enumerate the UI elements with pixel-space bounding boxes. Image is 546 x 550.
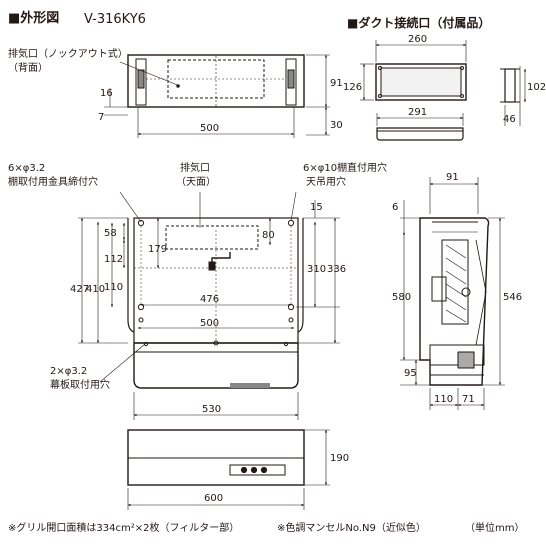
hole-10-label-1: 6×φ10棚直付用穴 bbox=[303, 163, 388, 174]
dim-side-110: 110 bbox=[434, 394, 453, 405]
drawing-title: ■外形図 bbox=[8, 11, 60, 26]
dim-side-95: 95 bbox=[404, 368, 417, 379]
dim-side-580: 580 bbox=[392, 292, 411, 303]
duct-title: ■ダクト接続口（付属品） bbox=[347, 16, 491, 30]
dim-top-16: 16 bbox=[100, 88, 113, 99]
exhaust-back-label-2: （背面） bbox=[8, 63, 48, 74]
dim-side-546: 546 bbox=[503, 292, 522, 303]
front-view bbox=[78, 191, 340, 420]
dim-top-30: 30 bbox=[330, 120, 343, 131]
dim-front-500: 500 bbox=[200, 318, 219, 329]
dim-front-15: 15 bbox=[310, 202, 323, 213]
dim-top-7: 7 bbox=[98, 112, 104, 123]
dim-front-336: 336 bbox=[327, 264, 346, 275]
dim-side-71: 71 bbox=[462, 394, 475, 405]
grille-note: ※グリル開口面積は334cm²×2枚（フィルター部） bbox=[8, 523, 240, 534]
dim-side-91: 91 bbox=[446, 172, 459, 183]
hole-32-bottom-label-1: 2×φ3.2 bbox=[50, 366, 88, 377]
dim-duct-102: 102 bbox=[527, 82, 546, 93]
top-view bbox=[104, 54, 330, 138]
color-note: ※色調マンセルNo.N9（近似色） bbox=[277, 523, 426, 534]
dim-front-80: 80 bbox=[262, 230, 275, 241]
dim-front-58: 58 bbox=[104, 228, 117, 239]
dim-front-530: 530 bbox=[202, 404, 221, 415]
dim-side-6: 6 bbox=[392, 202, 398, 213]
bottom-view bbox=[127, 429, 330, 510]
dim-front-179: 179 bbox=[148, 244, 167, 255]
exhaust-top-label-1: 排気口 bbox=[180, 163, 210, 174]
dim-bottom-190: 190 bbox=[330, 453, 349, 464]
hole-32-top-label-1: 6×φ3.2 bbox=[8, 163, 46, 174]
hole-32-top-label-2: 棚取付用金具締付穴 bbox=[8, 177, 98, 188]
hole-32-bottom-label-2: 幕板取付用穴 bbox=[50, 380, 110, 391]
side-view bbox=[400, 177, 505, 410]
hole-10-label-2: 天吊用穴 bbox=[306, 177, 346, 188]
exhaust-back-label-1: 排気口（ノックアウト式） bbox=[8, 49, 128, 60]
unit-note: （単位mm） bbox=[465, 523, 525, 534]
dim-front-410: 410 bbox=[86, 284, 105, 295]
dim-front-310: 310 bbox=[307, 264, 326, 275]
model-number: V-316KY6 bbox=[84, 12, 146, 27]
dim-top-91: 91 bbox=[330, 78, 343, 89]
dim-bottom-600: 600 bbox=[204, 493, 223, 504]
dim-top-500: 500 bbox=[200, 123, 219, 134]
dim-duct-46: 46 bbox=[503, 114, 516, 125]
dim-front-476: 476 bbox=[200, 294, 219, 305]
dim-front-427: 427 bbox=[70, 284, 89, 295]
dim-duct-291: 291 bbox=[408, 107, 427, 118]
dim-duct-260: 260 bbox=[408, 34, 427, 45]
duct-view bbox=[360, 40, 527, 141]
exhaust-top-label-2: （天面） bbox=[176, 177, 216, 188]
dim-front-112: 112 bbox=[104, 254, 123, 265]
dim-front-110: 110 bbox=[104, 282, 123, 293]
dim-duct-126: 126 bbox=[343, 82, 362, 93]
